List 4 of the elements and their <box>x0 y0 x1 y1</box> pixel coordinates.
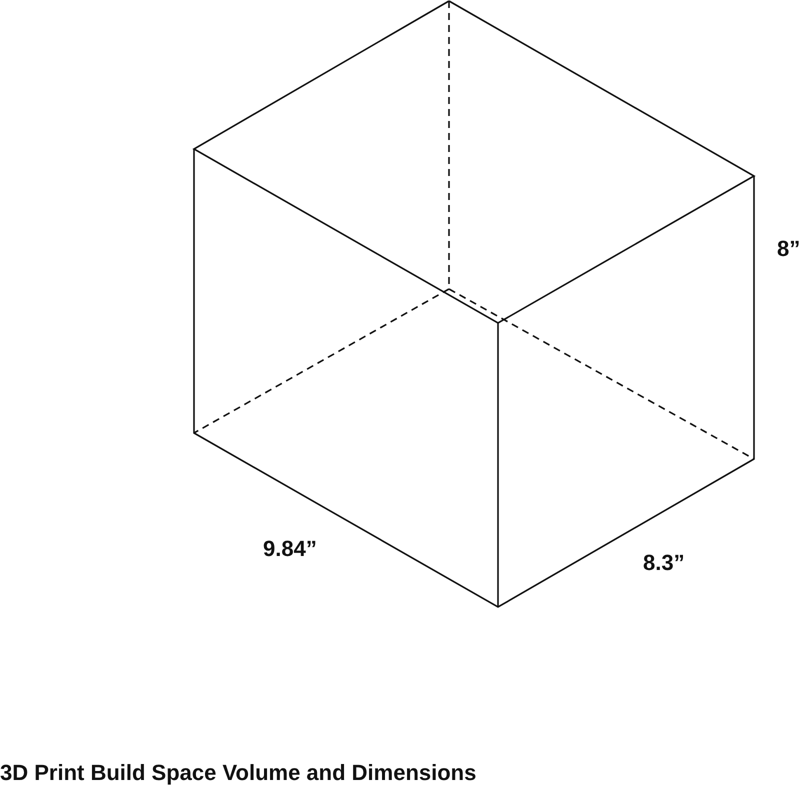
dimension-label: 8.3” <box>643 552 685 574</box>
dimension-label: 8” <box>777 238 800 260</box>
dimension-label: 9.84” <box>263 538 317 560</box>
figure-caption: 3D Print Build Space Volume and Dimensions <box>0 762 476 784</box>
